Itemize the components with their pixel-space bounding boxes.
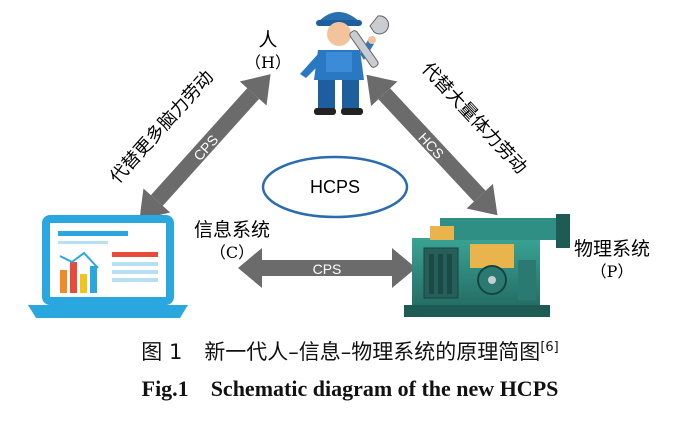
caption-en-number: Fig.1 (141, 376, 189, 401)
left-edge-desc: 代替更多脑力劳动 (106, 67, 218, 188)
worker-icon (300, 12, 389, 115)
figure-caption-en: Fig.1 Schematic diagram of the new HCPS (0, 376, 700, 402)
bottom-double-arrow: CPS (238, 248, 416, 288)
laptop-icon (28, 215, 188, 318)
hcps-ellipse (261, 155, 409, 219)
human-code: （H） (245, 53, 291, 72)
caption-zh-title: 新一代人–信息–物理系统的原理简图 (204, 340, 541, 364)
caption-zh-number: 图 1 (141, 340, 183, 364)
info-label: 信息系统 (194, 219, 270, 241)
bottom-arrow-label: CPS (313, 261, 342, 277)
hcps-label: HCPS (310, 177, 360, 197)
physical-code: （P） (591, 262, 634, 281)
human-label: 人 (258, 29, 277, 51)
physical-label: 物理系统 (574, 238, 650, 260)
caption-zh-ref: [6] (540, 340, 559, 355)
caption-en-title: Schematic diagram of the new HCPS (210, 376, 559, 401)
figure-caption-zh: 图 1 新一代人–信息–物理系统的原理简图[6] (0, 336, 700, 366)
info-code: （C） (210, 243, 254, 262)
machine-icon (404, 214, 570, 317)
